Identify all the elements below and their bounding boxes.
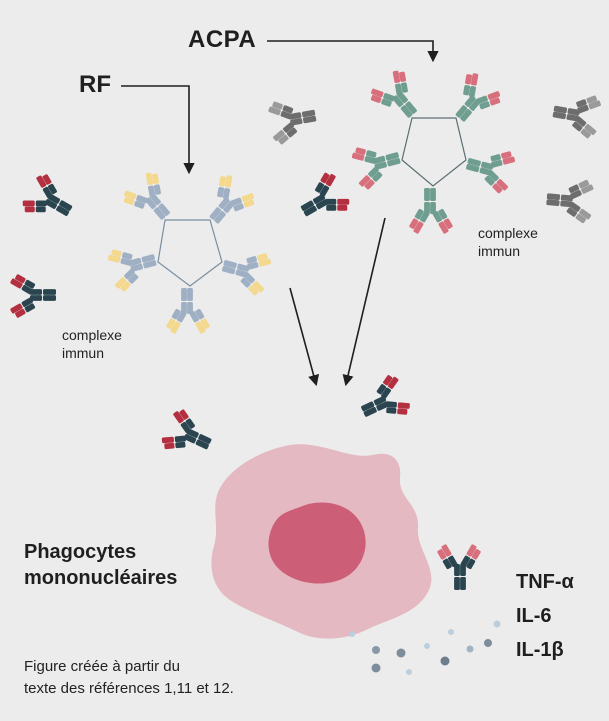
rf-immune-complex [9,166,355,335]
complex-label-line: immun [478,243,521,259]
cytokine-il6-label: IL-6 [516,605,552,627]
rf-complex-arrow [289,287,320,387]
immune-complex-label-rf: complexe immun [62,326,122,362]
complex-label-line: complexe [62,327,122,343]
rf-pointer [121,85,195,175]
cytokine-il1b-label: IL-1β [516,639,564,661]
immune-complex-label-acpa: complexe immun [478,224,538,260]
acpa-label: ACPA [188,26,257,53]
acpa-pointer [267,40,439,63]
cytokine-dots [349,620,501,675]
phagocyte-cell [211,444,432,639]
acpa-complex-arrow [342,217,386,387]
cytokine-tnf-label: TNF-α [516,571,574,593]
figure-caption: Figure créée à partir du texte des référ… [24,656,234,700]
phagocytes-line: mononucléaires [24,567,178,589]
phagocytes-line: Phagocytes [24,541,137,563]
complex-label-line: immun [62,345,105,361]
acpa-immune-complex [266,64,604,235]
complex-label-line: complexe [478,225,538,241]
caption-line: Figure créée à partir du [24,658,180,675]
phagocytes-label: Phagocytes mononucléaires [24,539,177,591]
rf-label: RF [79,71,111,98]
caption-line: texte des références 1,11 et 12. [24,680,234,697]
nucleus [268,502,366,584]
